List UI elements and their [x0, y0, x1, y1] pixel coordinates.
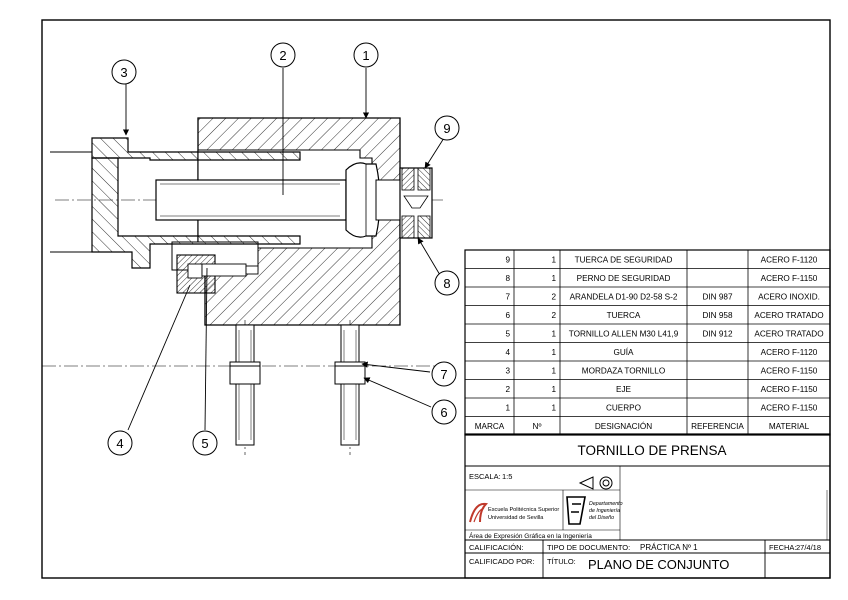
balloon-6: 6 — [431, 399, 457, 425]
escala-label: ESCALA: — [469, 472, 501, 481]
parts-cell-material: ACERO TRATADO — [754, 311, 823, 320]
parts-cell-material: ACERO F-1150 — [761, 404, 818, 413]
parts-cell-material: ACERO F-1150 — [761, 274, 818, 283]
fecha-value: 27/4/18 — [796, 543, 821, 552]
parts-cell-marca: 3 — [505, 367, 510, 376]
leader-lines — [122, 68, 445, 431]
dept-line3: del Diseño — [589, 515, 614, 521]
dept-line2: de Ingeniería — [589, 508, 620, 514]
parts-cell-designacion: TUERCA — [607, 311, 641, 320]
balloon-5: 5 — [192, 430, 218, 456]
parts-cell-marca: 2 — [505, 385, 510, 394]
parts-cell-n: 1 — [551, 330, 556, 339]
assembly-name: TORNILLO DE PRENSA — [577, 443, 726, 458]
parts-cell-marca: 5 — [505, 330, 510, 339]
part-eje — [155, 162, 401, 238]
parts-cell-material: ACERO F-1120 — [761, 256, 818, 265]
svg-text:2: 2 — [279, 48, 286, 63]
department-logo-icon — [566, 496, 586, 525]
parts-cell-marca: 8 — [505, 274, 510, 283]
parts-cell-material: ACERO F-1150 — [761, 367, 818, 376]
svg-text:1: 1 — [362, 48, 369, 63]
svg-text:7: 7 — [440, 367, 447, 382]
parts-header-marca: MARCA — [475, 422, 505, 431]
parts-cell-referencia: DIN 912 — [702, 330, 732, 339]
balloons: 1 2 3 4 5 6 7 8 9 — [107, 42, 460, 456]
calificacion-label: CALIFICACIÓN: — [469, 543, 524, 552]
parts-cell-marca: 4 — [505, 348, 510, 357]
parts-cell-designacion: GUÍA — [613, 347, 634, 357]
parts-cell-n: 1 — [551, 404, 556, 413]
part-tuerca-seguridad — [399, 167, 433, 239]
school-line1: Escuela Politécnica Superior — [488, 507, 559, 513]
parts-cell-material: ACERO INOXID. — [758, 293, 820, 302]
parts-cell-designacion: PERNO DE SEGURIDAD — [577, 274, 671, 283]
titulo-value: PLANO DE CONJUNTO — [588, 557, 729, 572]
tipo-value: PRÁCTICA Nº 1 — [640, 543, 698, 552]
parts-cell-marca: 6 — [505, 311, 510, 320]
balloon-8: 8 — [434, 270, 460, 296]
parts-cell-n: 2 — [551, 293, 556, 302]
parts-cell-referencia: DIN 958 — [702, 311, 732, 320]
title-block — [464, 433, 831, 579]
fecha-label: FECHA: — [769, 543, 797, 552]
balloon-2: 2 — [270, 42, 296, 68]
parts-cell-designacion: MORDAZA TORNILLO — [582, 367, 665, 376]
tipo-label: TIPO DE DOCUMENTO: — [547, 543, 630, 552]
parts-cell-designacion: CUERPO — [606, 404, 641, 413]
balloon-1: 1 — [353, 42, 379, 68]
parts-cell-designacion: TORNILLO ALLEN M30 L41,9 — [569, 330, 679, 339]
balloon-4: 4 — [107, 430, 133, 456]
parts-cell-marca: 7 — [505, 293, 510, 302]
svg-text:8: 8 — [443, 276, 450, 291]
parts-header-referencia: REFERENCIA — [691, 422, 744, 431]
parts-header-designacion: DESIGNACIÓN — [595, 421, 652, 431]
parts-cell-n: 1 — [551, 274, 556, 283]
parts-cell-n: 1 — [551, 348, 556, 357]
parts-cell-referencia: DIN 987 — [702, 293, 732, 302]
parts-cell-designacion: TUERCA DE SEGURIDAD — [575, 256, 673, 265]
svg-text:4: 4 — [116, 436, 123, 451]
school-line2: Universidad de Sevilla — [488, 515, 544, 521]
calificado-label: CALIFICADO POR: — [469, 557, 534, 566]
svg-text:6: 6 — [440, 405, 447, 420]
parts-cell-n: 1 — [551, 367, 556, 376]
part-guia — [176, 254, 259, 294]
parts-cell-material: ACERO F-1120 — [761, 348, 818, 357]
parts-cell-marca: 9 — [505, 256, 510, 265]
svg-text:5: 5 — [201, 436, 208, 451]
parts-header-material: MATERIAL — [769, 422, 810, 431]
svg-text:3: 3 — [120, 65, 127, 80]
balloon-7: 7 — [431, 361, 457, 387]
area-text: Área de Expresión Gráfica en la Ingenier… — [469, 531, 592, 540]
dept-line1: Departamento — [589, 501, 623, 507]
parts-cell-n: 2 — [551, 311, 556, 320]
part-bolts — [229, 324, 366, 446]
parts-cell-designacion: ARANDELA D1-90 D2-58 S-2 — [570, 293, 678, 302]
parts-cell-designacion: EJE — [616, 385, 632, 394]
titulo-label: TÍTULO: — [547, 557, 576, 566]
balloon-3: 3 — [111, 59, 137, 85]
parts-cell-n: 1 — [551, 256, 556, 265]
school-logo-icon — [469, 502, 489, 523]
svg-text:9: 9 — [443, 121, 450, 136]
projection-symbol-icon — [578, 476, 613, 490]
parts-cell-material: ACERO TRATADO — [754, 330, 823, 339]
parts-cell-marca: 1 — [505, 404, 510, 413]
parts-cell-n: 1 — [551, 385, 556, 394]
balloon-9: 9 — [434, 115, 460, 141]
parts-cell-material: ACERO F-1150 — [761, 385, 818, 394]
part-mordaza — [50, 137, 301, 269]
parts-header-n: Nº — [533, 422, 542, 431]
escala-value: 1:5 — [502, 472, 512, 481]
